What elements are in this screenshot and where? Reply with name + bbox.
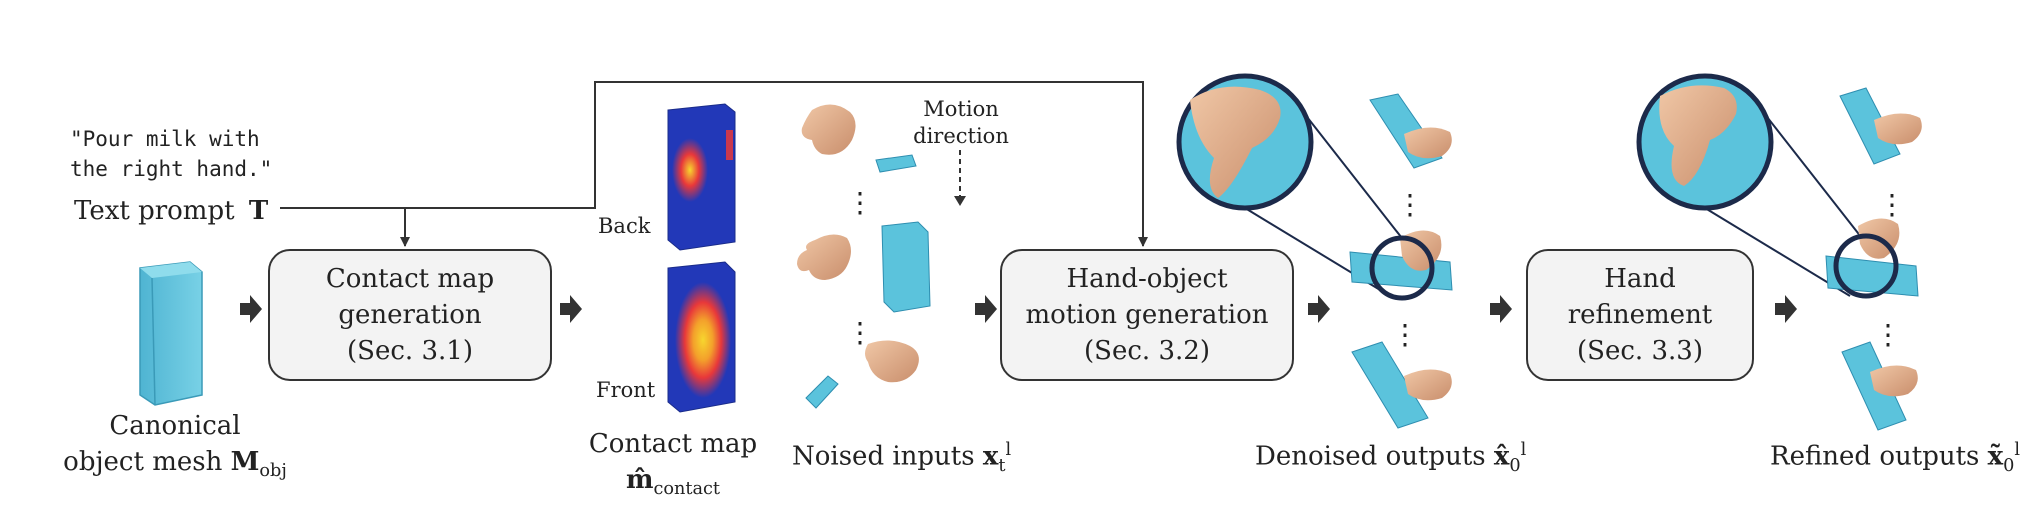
denoised-caption-text: Denoised outputs (1255, 441, 1486, 472)
refined-dots-top: ⋮ (1878, 188, 1906, 221)
text-prompt-quote-line2: the right hand." (70, 157, 273, 181)
denoised-outputs-image (1176, 73, 1453, 429)
stage1-line2: generation (338, 300, 482, 330)
denoised-outputs-caption: Denoised outputs x̂0l (1255, 440, 1526, 476)
motion-direction-label: Motion direction (905, 96, 1017, 150)
denoised-superscript: l (1520, 440, 1527, 460)
refined-caption-text: Refined outputs (1770, 441, 1980, 472)
denoised-dots-bottom: ⋮ (1391, 318, 1419, 351)
noised-symbol: x (982, 441, 999, 472)
stage1-line1: Contact map (325, 264, 495, 294)
stage3-line3: (Sec. 3.3) (1577, 336, 1703, 366)
denoised-subscript: 0 (1509, 455, 1521, 476)
noised-inputs-caption: Noised inputs xtl (792, 440, 1011, 476)
motion-generation-box: Hand-object motion generation (Sec. 3.2) (1000, 249, 1294, 381)
canonical-caption-line2: object mesh (63, 447, 223, 477)
noised-superscript: l (1005, 440, 1012, 460)
text-prompt-quote: "Pour milk with the right hand." (70, 124, 272, 184)
noised-inputs-image (797, 104, 931, 409)
stage2-line2: motion generation (1025, 300, 1269, 330)
contact-front-label: Front (596, 378, 656, 402)
contact-map-subscript: contact (653, 479, 721, 500)
text-to-motion-connector (280, 81, 1148, 247)
canonical-subscript: obj (259, 461, 287, 482)
text-prompt-quote-line1: "Pour milk with (70, 127, 260, 151)
contact-map-caption-text: Contact map (588, 429, 758, 459)
canonical-object-mesh (139, 261, 203, 406)
denoised-dots-top: ⋮ (1396, 188, 1424, 221)
stage2-line3: (Sec. 3.2) (1084, 336, 1210, 366)
noised-dots-top: ⋮ (846, 186, 874, 219)
stage1-line3: (Sec. 3.1) (347, 336, 473, 366)
contact-back-label: Back (598, 214, 651, 238)
stage3-line1: Hand (1604, 264, 1676, 294)
contact-map-front-image (667, 261, 736, 413)
stage2-line1: Hand-object (1066, 264, 1228, 294)
contact-map-generation-box: Contact map generation (Sec. 3.1) (268, 249, 552, 381)
refined-superscript: l (2014, 440, 2021, 460)
hand-refinement-box: Hand refinement (Sec. 3.3) (1526, 249, 1754, 381)
canonical-caption-line1: Canonical (109, 411, 241, 441)
refined-outputs-caption: Refined outputs x̃0l (1770, 440, 2020, 476)
denoised-symbol: x̂ (1493, 441, 1510, 472)
text-prompt-symbol: T (248, 196, 269, 226)
stage-arrows (240, 295, 1797, 323)
motion-direction-line2: direction (913, 124, 1009, 148)
noised-dots-bottom: ⋮ (846, 316, 874, 349)
refined-outputs-image (1636, 73, 1922, 431)
refined-subscript: 0 (2003, 455, 2015, 476)
stage3-line2: refinement (1567, 300, 1713, 330)
contact-map-caption: Contact map m̂contact (585, 426, 761, 507)
contact-map-symbol: m̂ (625, 465, 654, 495)
noised-caption-text: Noised inputs (792, 441, 975, 472)
canonical-symbol: M (230, 447, 260, 477)
canonical-caption: Canonical object mesh Mobj (60, 408, 290, 489)
motion-direction-line1: Motion (923, 97, 999, 121)
noised-subscript: t (998, 455, 1006, 476)
contact-map-back-image (667, 103, 736, 251)
refined-symbol: x̃ (1987, 441, 2004, 472)
refined-dots-bottom: ⋮ (1874, 318, 1902, 351)
text-prompt-label-text: Text prompt (74, 196, 235, 226)
text-prompt-label: Text prompt T (74, 196, 268, 226)
